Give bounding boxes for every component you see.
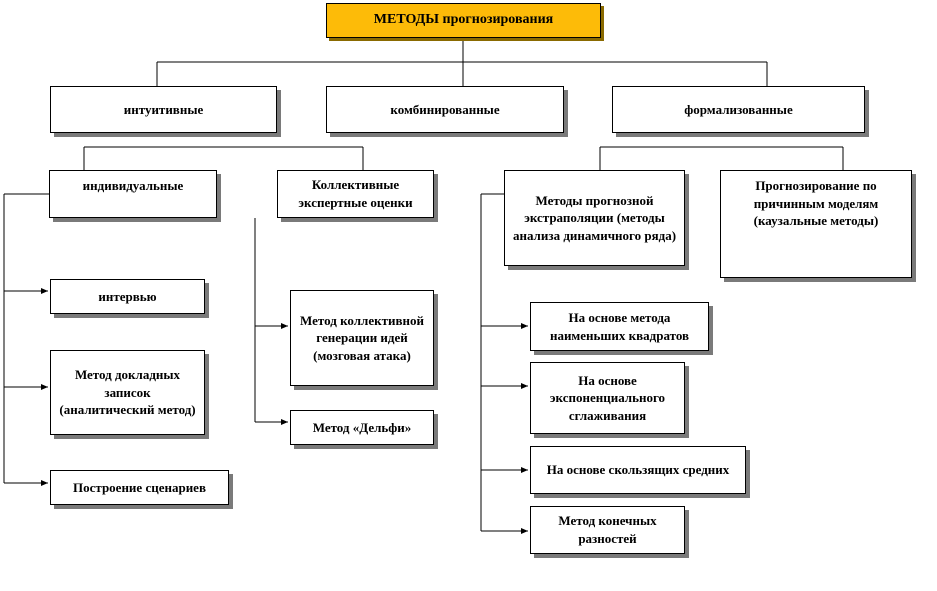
finite-differences-node: Метод конечных разностей (530, 506, 685, 554)
exp-smoothing-label: На основе экспоненциального сглаживания (549, 372, 666, 423)
scenarios-label: Построение сценариев (73, 479, 206, 495)
root-node: МЕТОДЫ прогнозирования (326, 3, 601, 38)
memo-method-label: Метод докладных записок (аналитический м… (59, 367, 196, 418)
finite-differences-label: Метод конечных разностей (558, 513, 657, 546)
delphi-label: Метод «Дельфи» (312, 419, 412, 435)
combined-node: комбинированные (326, 86, 564, 133)
extrapolation-label: Методы прогнозной экстраполяции (методы … (512, 192, 677, 243)
interview-node: интервью (50, 279, 205, 314)
delphi-node: Метод «Дельфи» (290, 410, 434, 445)
combined-label: комбинированные (390, 101, 500, 117)
causal-label: Прогнозирование по причинным моделям (ка… (753, 178, 879, 229)
collective-node: Коллективные экспертные оценки (277, 170, 434, 218)
memo-method-node: Метод докладных записок (аналитический м… (50, 350, 205, 435)
individual-node: индивидуальные (49, 170, 217, 218)
root-label: МЕТОДЫ прогнозирования (373, 12, 554, 28)
scenarios-node: Построение сценариев (50, 470, 229, 505)
least-squares-node: На основе метода наименьших квадратов (530, 302, 709, 351)
intuitive-label: интуитивные (123, 101, 204, 117)
formalized-node: формализованные (612, 86, 865, 133)
least-squares-label: На основе метода наименьших квадратов (549, 309, 690, 343)
moving-average-label: На основе скользящих средних (546, 462, 730, 478)
causal-node: Прогнозирование по причинным моделям (ка… (720, 170, 912, 278)
moving-average-node: На основе скользящих средних (530, 446, 746, 494)
brainstorm-node: Метод коллективной генерации идей (мозго… (290, 290, 434, 386)
brainstorm-label: Метод коллективной генерации идей (мозго… (300, 312, 424, 363)
intuitive-node: интуитивные (50, 86, 277, 133)
interview-label: интервью (98, 288, 157, 304)
individual-label: индивидуальные (82, 178, 184, 193)
extrapolation-node: Методы прогнозной экстраполяции (методы … (504, 170, 685, 266)
collective-label: Коллективные экспертные оценки (298, 177, 413, 210)
exp-smoothing-node: На основе экспоненциального сглаживания (530, 362, 685, 434)
formalized-label: формализованные (684, 101, 793, 117)
